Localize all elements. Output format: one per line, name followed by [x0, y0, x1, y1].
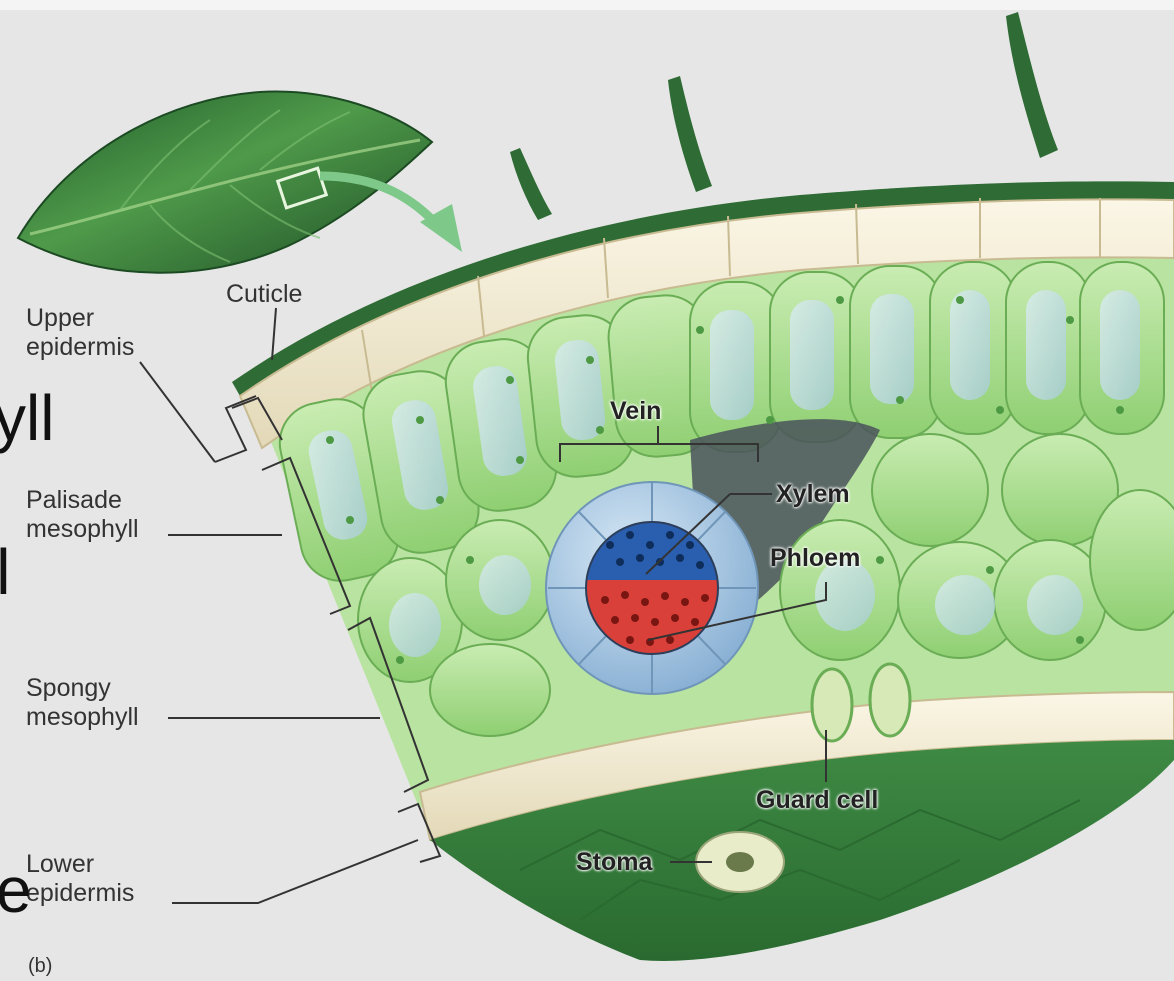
- stoma-label: Stoma: [576, 848, 652, 877]
- guard-cell-label: Guard cell: [756, 786, 878, 815]
- spongy-mesophyll-label: Spongy mesophyll: [26, 674, 139, 732]
- upper-epidermis-label-line2: epidermis: [26, 333, 134, 362]
- phloem-label: Phloem: [770, 544, 860, 573]
- vascular-bundle: [546, 482, 758, 694]
- cross-section: [232, 181, 1174, 961]
- spongy-mesophyll-label-line2: mesophyll: [26, 703, 139, 732]
- background-text-2: ll: [0, 540, 10, 604]
- upper-epidermis-label: Upper epidermis: [26, 304, 134, 362]
- palisade-mesophyll-label: Palisade mesophyll: [26, 486, 139, 544]
- spongy-mesophyll-label-line1: Spongy: [26, 674, 139, 703]
- background-text-3: e: [0, 858, 32, 922]
- vein-label: Vein: [610, 397, 661, 426]
- palisade-mesophyll-label-line1: Palisade: [26, 486, 139, 515]
- lower-epidermis-label-line2: epidermis: [26, 879, 134, 908]
- panel-label: (b): [28, 952, 52, 981]
- cuticle-label: Cuticle: [226, 280, 302, 309]
- background-text-1: yll: [0, 386, 54, 450]
- lower-epidermis-label: Lower epidermis: [26, 850, 134, 908]
- upper-epidermis-label-line1: Upper: [26, 304, 134, 333]
- lower-epidermis-label-line1: Lower: [26, 850, 134, 879]
- xylem-label: Xylem: [776, 480, 850, 509]
- palisade-mesophyll-label-line2: mesophyll: [26, 515, 139, 544]
